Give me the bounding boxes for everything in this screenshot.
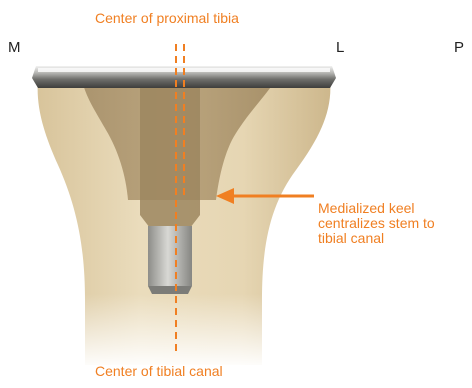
posterior-label: P <box>454 40 464 55</box>
keel-callout: Medialized keel centralizes stem to tibi… <box>318 201 435 246</box>
central-boss <box>140 80 200 228</box>
callout-line-3: tibial canal <box>318 231 435 246</box>
callout-line-1: Medialized keel <box>318 201 435 216</box>
medial-label: M <box>8 40 21 55</box>
center-proximal-label: Center of proximal tibia <box>95 11 239 25</box>
lateral-label: L <box>336 40 344 55</box>
stem <box>148 226 192 286</box>
center-canal-label: Center of tibial canal <box>95 364 223 378</box>
callout-line-2: centralizes stem to <box>318 216 435 231</box>
